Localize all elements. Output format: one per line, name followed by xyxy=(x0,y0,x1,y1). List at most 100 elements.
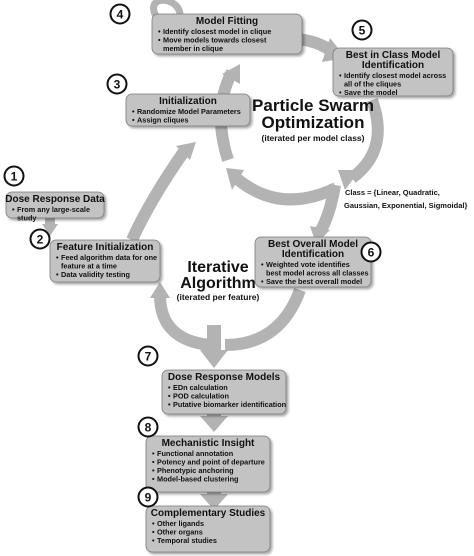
bullet-icon: • xyxy=(152,528,155,537)
bullet-icon: • xyxy=(339,71,342,80)
step-7-box: Dose Response Models•EDn calculation•POD… xyxy=(161,369,287,415)
step-6-item: Weighted vote identifies xyxy=(266,260,350,269)
step-9-item: Temporal studies xyxy=(157,536,217,545)
step-4-item: member in clique xyxy=(163,44,223,53)
step-3-box: Initialization •Randomize Model Parameter… xyxy=(125,93,251,127)
class-note: Class = {Linear, Quadratic, Gaussian, Ex… xyxy=(344,188,467,210)
step-7-item: Putative biomarker identification xyxy=(173,400,286,409)
step-9-box: Complementary Studies•Other ligands•Othe… xyxy=(145,505,271,553)
step-3-title: Initialization xyxy=(159,96,217,107)
step-1-title: Dose Response Data xyxy=(5,194,105,205)
step-1-item: From any large-scale xyxy=(17,205,90,214)
class-note-line1: Class = {Linear, Quadratic, xyxy=(345,188,440,197)
bullet-icon: • xyxy=(168,400,171,409)
bullet-icon: • xyxy=(152,475,155,484)
arrowhead-iterative-bottom xyxy=(150,282,170,298)
pso-cycle-arrows xyxy=(126,0,384,351)
arrowhead-down-8 xyxy=(200,416,228,432)
step-1-panel xyxy=(5,191,105,219)
step-4-item: Move models towards closest xyxy=(163,36,267,45)
arrowhead-1-2 xyxy=(42,224,58,236)
feature-to-init-arc xyxy=(126,146,190,243)
iterative-arc-right xyxy=(224,287,306,351)
bullet-icon: • xyxy=(132,116,135,125)
arrowhead-feature-init xyxy=(176,142,196,160)
step-6-title: Best Overall Model xyxy=(268,239,358,250)
step-7-number: 7 xyxy=(145,349,152,363)
bullet-icon: • xyxy=(152,466,155,475)
step-4-item: Identify closest model in clique xyxy=(163,27,271,36)
arrowhead-down-7 xyxy=(200,350,228,368)
pso-label: Particle Swarm Optimization (iterated pe… xyxy=(252,96,374,143)
step-9-item: Other organs xyxy=(157,528,203,537)
arrowhead-down-9 xyxy=(200,494,228,510)
pso-arc-right xyxy=(348,97,384,183)
iterative-arc-bottom xyxy=(154,294,211,351)
step-3-item: Assign cliques xyxy=(137,116,189,125)
step-3-number: 3 xyxy=(114,77,121,91)
step-9-item: Other ligands xyxy=(157,519,204,528)
bullet-icon: • xyxy=(261,260,264,269)
bullet-icon: • xyxy=(152,449,155,458)
step-4-panel xyxy=(151,13,303,55)
step-5-box: Best in Class ModelIdentification•Identi… xyxy=(332,47,454,97)
bullet-icon: • xyxy=(261,277,264,286)
step-2-panel xyxy=(49,239,161,283)
step-3-item: Randomize Model Parameters xyxy=(137,107,241,116)
bullet-icon: • xyxy=(152,458,155,467)
step-7-badge: 7 xyxy=(137,345,159,367)
bullet-icon: • xyxy=(158,36,161,45)
step-3-panel xyxy=(125,93,251,127)
step-6-badge: 6 xyxy=(360,241,382,263)
bullet-icon: • xyxy=(158,27,161,36)
step-2-title: Feature Initialization xyxy=(57,242,154,253)
step-8-item: Phenotypic anchoring xyxy=(157,466,234,475)
iterative-title-line2: Algorithm xyxy=(180,275,256,292)
step-8-title: Mechanistic Insight xyxy=(162,438,255,449)
step-9-number: 9 xyxy=(145,490,152,504)
arrowhead-bottom xyxy=(226,168,244,190)
iterative-subtitle: (iterated per feature) xyxy=(177,292,260,302)
bullet-icon: • xyxy=(168,383,171,392)
bullet-icon: • xyxy=(56,253,59,262)
step-8-item: Functional annotation xyxy=(157,449,233,458)
step-7-title: Dose Response Models xyxy=(168,372,281,383)
step-6-title: Identification xyxy=(282,249,344,260)
step-1-number: 1 xyxy=(11,169,18,183)
arrowhead-right xyxy=(338,170,360,190)
step-2-number: 2 xyxy=(37,232,44,246)
pso-subtitle: (iterated per model class) xyxy=(262,133,365,143)
step-1-badge: 1 xyxy=(3,165,25,187)
step-8-item: Model-based clustering xyxy=(157,475,239,484)
step-9-panel xyxy=(145,505,271,553)
bullet-icon: • xyxy=(168,392,171,401)
iterative-label: Iterative Algorithm (iterated per featur… xyxy=(177,259,260,302)
pso-title-line1: Particle Swarm xyxy=(252,96,374,115)
step-4-badge: 4 xyxy=(109,3,131,25)
step-9-title: Complementary Studies xyxy=(151,508,266,519)
shaft-1-2 xyxy=(45,216,55,226)
step-1-item: study xyxy=(17,214,37,223)
step-5-title: Identification xyxy=(362,60,424,71)
step-9-badge: 9 xyxy=(137,486,159,508)
iterative-title-line1: Iterative xyxy=(187,259,248,276)
step-8-box: Mechanistic Insight•Functional annotatio… xyxy=(145,435,271,493)
shaft-to-7 xyxy=(207,325,221,351)
step-7-panel xyxy=(161,369,287,415)
step-6-number: 6 xyxy=(368,245,375,259)
step-5-item: Identify closest model across xyxy=(344,71,446,80)
bullet-icon: • xyxy=(339,88,342,97)
step-2-item: feature at a time xyxy=(61,262,117,271)
pso-title-line2: Optimization xyxy=(262,113,365,132)
pso-arc-bottom xyxy=(232,173,339,206)
step-2-badge: 2 xyxy=(29,228,51,250)
step-5-badge: 5 xyxy=(351,19,373,41)
step-2-item: Data validity testing xyxy=(61,270,130,279)
arrowhead-left xyxy=(222,64,240,84)
step-4-title: Model Fitting xyxy=(196,16,258,27)
bullet-icon: • xyxy=(56,270,59,279)
step-8-panel xyxy=(145,435,271,493)
step-5-number: 5 xyxy=(359,23,366,37)
